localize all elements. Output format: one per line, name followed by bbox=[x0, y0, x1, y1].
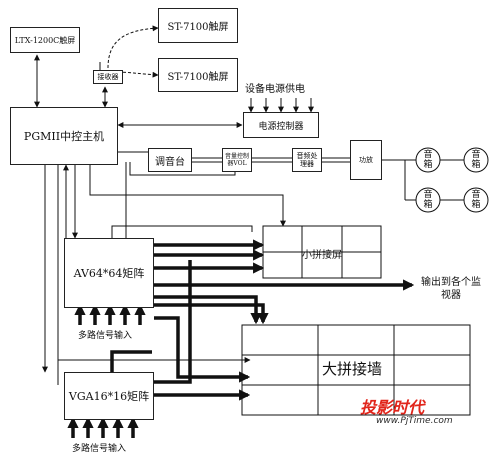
big-wall-frame bbox=[241, 324, 471, 416]
ltx-touchpanel: LTX-1200C触屏 bbox=[10, 27, 80, 53]
speaker-1-label: 音箱 bbox=[423, 150, 433, 170]
receiver-label: 接收器 bbox=[97, 73, 119, 81]
speaker-3 bbox=[415, 187, 441, 213]
small-wall-label: 小拼接屏 bbox=[302, 250, 342, 261]
power-controller: 电源控制器 bbox=[243, 112, 319, 138]
central-host: PGMII中控主机 bbox=[10, 107, 118, 165]
speaker-4-label: 音箱 bbox=[471, 190, 481, 210]
wireless-link-top bbox=[107, 25, 159, 69]
receiver: 接收器 bbox=[93, 70, 123, 84]
vga-signal-input-label: 多路信号输入 bbox=[72, 444, 127, 454]
av-matrix: AV64*64矩阵 bbox=[64, 238, 154, 308]
volume-controller-label: 音量控制器VOL bbox=[225, 153, 250, 167]
big-wall-label: 大拼接墙 bbox=[322, 360, 383, 378]
power-supply-label: 设备电源供电 bbox=[245, 84, 305, 95]
st-touchpanel-top: ST-7100触屏 bbox=[158, 8, 238, 43]
st-touchpanel-top-label: ST-7100触屏 bbox=[167, 22, 229, 33]
mixer-label: 调音台 bbox=[155, 156, 185, 168]
vga-matrix: VGA16*16矩阵 bbox=[64, 372, 154, 420]
vga-matrix-label: VGA16*16矩阵 bbox=[68, 390, 150, 403]
mixer: 调音台 bbox=[148, 148, 192, 172]
ltx-touchpanel-label: LTX-1200C触屏 bbox=[14, 35, 76, 45]
audio-processor-label: 音频处理器 bbox=[296, 152, 318, 168]
speaker-2-label: 音箱 bbox=[471, 150, 481, 170]
av-matrix-label: AV64*64矩阵 bbox=[73, 267, 145, 280]
st-touchpanel-bottom-label: ST-7100触屏 bbox=[167, 71, 229, 83]
monitor-output-label: 输出到各个监视器 bbox=[421, 277, 481, 301]
speaker-4 bbox=[463, 187, 489, 213]
watermark-logo: 投影时代 bbox=[360, 394, 490, 418]
speaker-2 bbox=[463, 147, 489, 173]
amplifier: 功放 bbox=[350, 140, 382, 180]
speaker-3-label: 音箱 bbox=[423, 190, 433, 210]
power-controller-label: 电源控制器 bbox=[258, 121, 304, 132]
watermark-brand: 投影时代 bbox=[360, 398, 425, 417]
audio-processor: 音频处理器 bbox=[292, 148, 322, 172]
watermark-url: www.PjTime.com bbox=[376, 416, 453, 426]
st-touchpanel-bottom: ST-7100触屏 bbox=[158, 58, 238, 92]
wireless-link-bottom bbox=[112, 71, 159, 78]
amplifier-label: 功放 bbox=[359, 156, 373, 164]
av-signal-input-label: 多路信号输入 bbox=[78, 331, 133, 341]
central-host-label: PGMII中控主机 bbox=[23, 130, 105, 143]
volume-controller: 音量控制器VOL bbox=[222, 148, 252, 172]
speaker-1 bbox=[415, 147, 441, 173]
